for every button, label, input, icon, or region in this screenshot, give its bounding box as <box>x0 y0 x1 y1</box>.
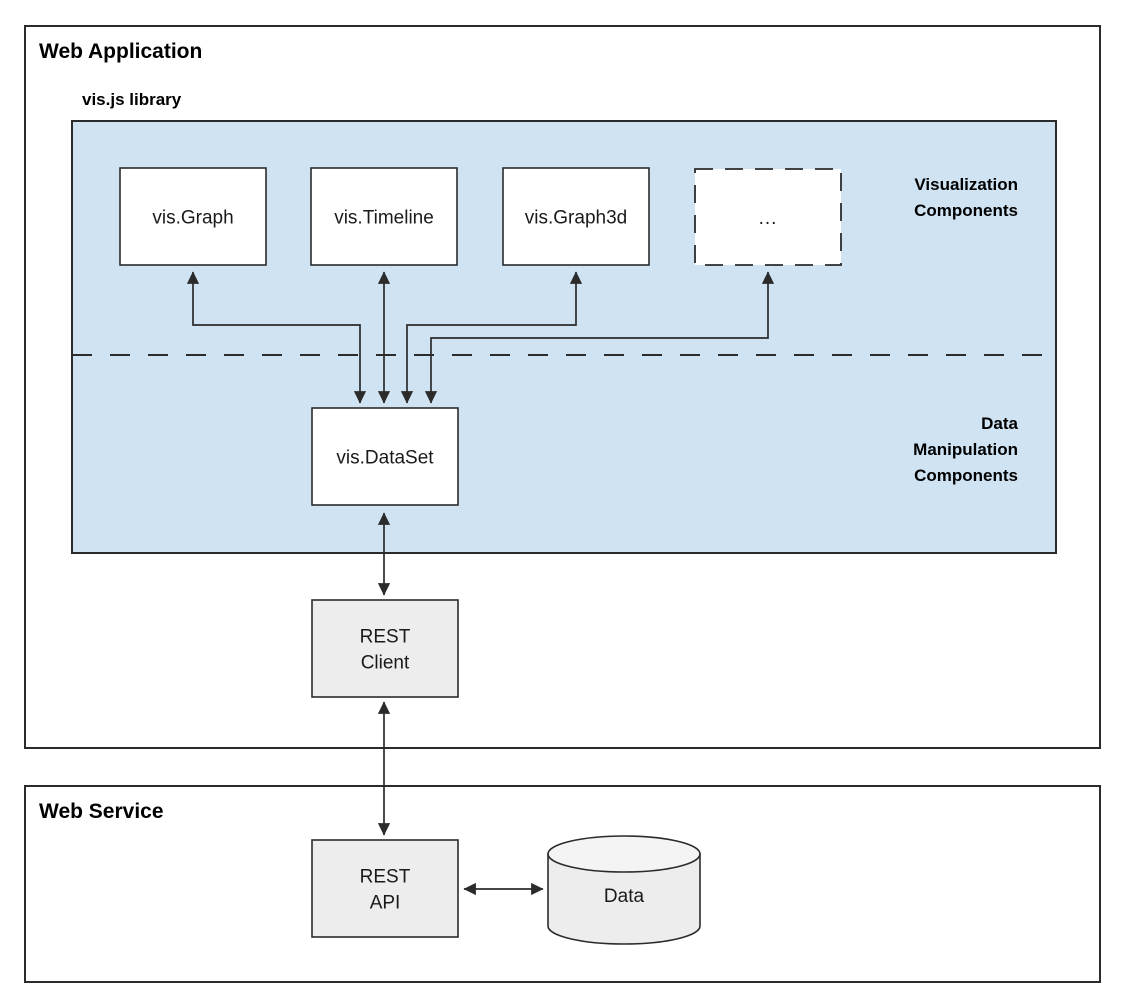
node-box-vis-dataset[interactable] <box>311 407 459 506</box>
datastore-label: Data <box>604 886 645 907</box>
node-vis-dataset[interactable]: vis.DataSet <box>311 407 459 506</box>
node-box-vis-graph[interactable] <box>119 167 267 266</box>
connector-dataset-to-vis-graph <box>186 271 367 404</box>
cylinder-body[interactable] <box>547 853 701 945</box>
datastore-data-store[interactable]: Data <box>547 835 701 945</box>
section-label-line: Components <box>914 201 1018 220</box>
library-panel-layer: vis.js libraryVisualizationComponentsDat… <box>71 90 1057 554</box>
node-label-vis-graph: vis.Graph <box>152 208 233 229</box>
node-label-vis-timeline: vis.Timeline <box>334 208 434 229</box>
nodes-layer: vis.Graph vis.Timeline vis.Graph3d... vis.D… <box>119 167 842 938</box>
library-panel-title: vis.js library <box>82 90 182 109</box>
node-box-vis-graph3d[interactable] <box>502 167 650 266</box>
node-rest-api[interactable]: REST API <box>311 839 459 938</box>
node-more-components[interactable]: ... <box>694 168 842 266</box>
datastore-layer: Data <box>547 835 701 945</box>
section-label-line: Components <box>914 466 1018 485</box>
container-title-web-service: Web Service <box>39 800 164 823</box>
node-rest-client[interactable]: REST Client <box>311 599 459 698</box>
container-web-service: Web Service <box>24 785 1101 983</box>
section-label-line: Manipulation <box>913 440 1018 459</box>
section-label-line: Visualization <box>914 175 1018 194</box>
connector-dataset-to-more-components <box>424 271 775 404</box>
node-box-more-components[interactable] <box>694 168 842 266</box>
node-box-vis-timeline[interactable] <box>310 167 458 266</box>
section-label-line: Data <box>981 414 1018 433</box>
node-label-vis-graph3d: vis.Graph3d <box>525 208 627 229</box>
cylinder-top-cap <box>547 835 701 873</box>
node-vis-graph3d[interactable]: vis.Graph3d <box>502 167 650 266</box>
node-label-rest-api: REST <box>360 867 411 888</box>
node-label-rest-client: REST <box>360 627 411 648</box>
node-box-rest-api[interactable] <box>311 839 459 938</box>
node-vis-timeline[interactable]: vis.Timeline <box>310 167 458 266</box>
node-box-rest-client[interactable] <box>311 599 459 698</box>
container-title-web-application: Web Application <box>39 40 202 63</box>
node-label-rest-api: API <box>370 893 401 914</box>
node-label-rest-client: Client <box>361 653 410 674</box>
node-vis-graph[interactable]: vis.Graph <box>119 167 267 266</box>
node-label-vis-dataset: vis.DataSet <box>336 448 434 469</box>
node-label-more-components: ... <box>759 208 778 229</box>
connectors-layer <box>186 271 775 896</box>
container-border-web-service <box>24 785 1101 983</box>
